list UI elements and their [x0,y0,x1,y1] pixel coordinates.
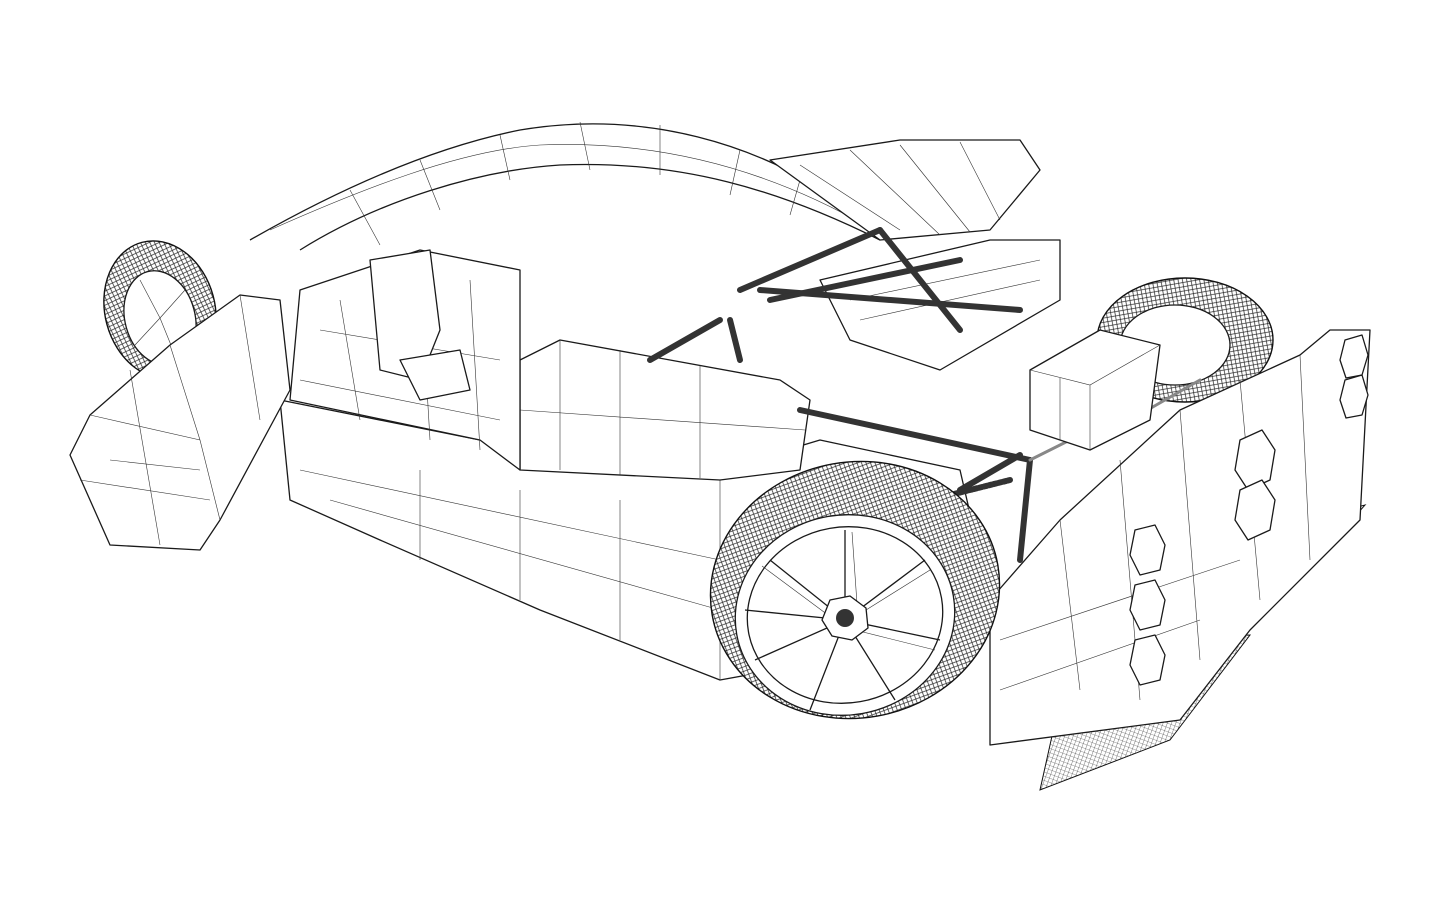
engine-box [1029,329,1161,451]
roll-cage [647,227,1202,563]
roof [249,121,881,251]
tail-lights [1129,334,1369,686]
open-door [69,294,291,551]
rear-right-wheel [709,460,1001,720]
rear-fascia [989,329,1371,746]
wheel-spokes [744,530,941,711]
suspension-spring [947,477,1013,498]
engine-cover-open [769,139,1061,371]
